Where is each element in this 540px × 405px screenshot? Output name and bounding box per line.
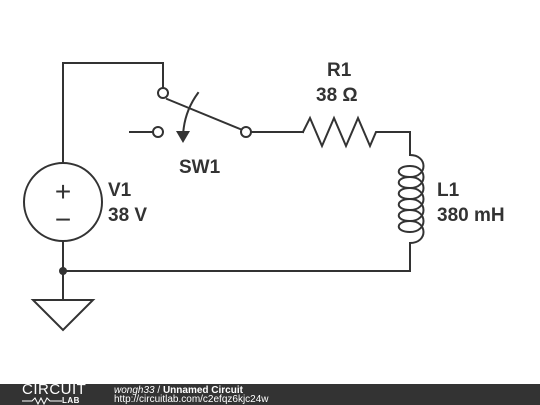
logo-text-circuit: CIRCUIT [22, 381, 87, 398]
resistor-r1 [301, 115, 381, 149]
circuitlab-logo: CIRCUIT LAB [0, 381, 106, 405]
circuit-meta: wongh33 / Unnamed Circuit [114, 385, 243, 396]
switch-arrowhead-icon [176, 131, 190, 143]
wire-resistor-to-inductor [379, 131, 411, 156]
footer-bar: CIRCUIT LAB wongh33 / Unnamed Circuit ht… [0, 381, 540, 405]
switch-terminal-unused [152, 126, 164, 138]
author-link[interactable]: wongh33 [114, 385, 155, 396]
logo-text-lab: LAB [62, 396, 80, 405]
resistor-name: R1 [327, 60, 352, 81]
inductor-l1 [397, 153, 425, 245]
wire-top-left [62, 62, 164, 164]
inductor-value: 380 mH [437, 205, 505, 226]
source-value: 38 V [108, 205, 147, 226]
switch-label: SW1 [179, 157, 221, 178]
circuit-schematic: + − SW1 R1 38 Ω L1 380 mH V1 38 V [23, 60, 505, 332]
junction-dot [59, 267, 67, 275]
resistor-value: 38 Ω [316, 85, 358, 106]
switch-blade [165, 97, 242, 131]
wire-bottom-rail [62, 242, 411, 272]
ground-icon [30, 299, 96, 332]
circuit-url-link[interactable]: http://circuitlab.com/c2efqz6kjc24w [114, 394, 269, 405]
source-minus-sign: − [55, 204, 71, 235]
voltage-source-v1 [23, 162, 103, 242]
circuit-title: Unnamed Circuit [162, 385, 243, 396]
source-name: V1 [108, 180, 132, 201]
switch-terminal-common [157, 87, 169, 99]
inductor-name: L1 [437, 180, 460, 201]
logo-resistor-icon [22, 397, 62, 405]
meta-separator: / [154, 385, 163, 396]
switch-actuator-arrow [181, 91, 200, 138]
switch-terminal-output [240, 126, 252, 138]
source-plus-sign: + [55, 176, 71, 207]
